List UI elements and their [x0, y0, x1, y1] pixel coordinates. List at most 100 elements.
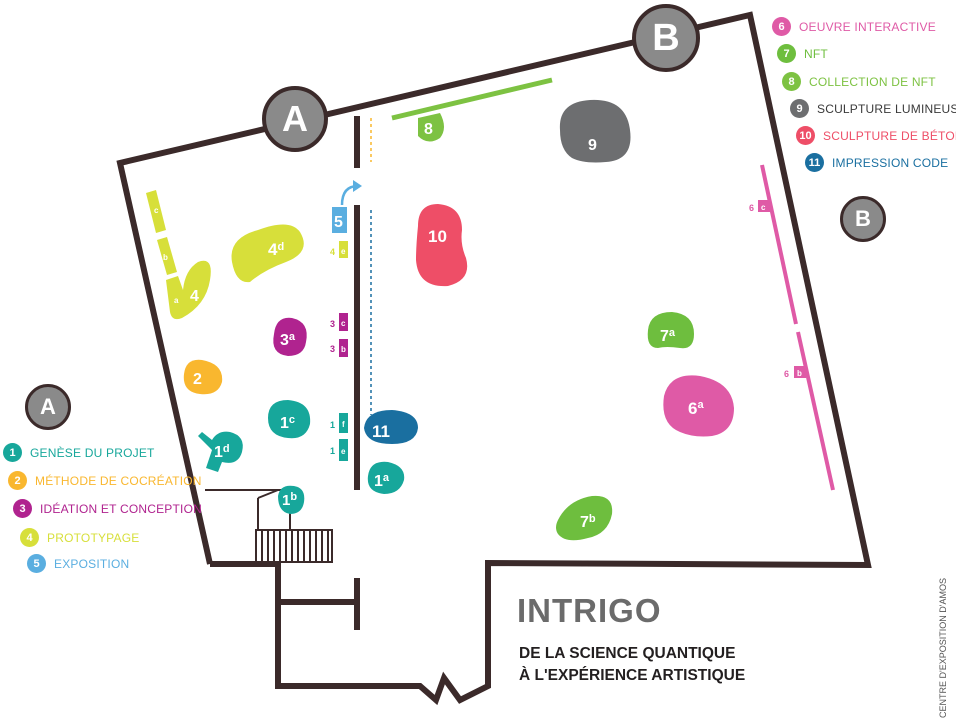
station-6c-letter: c — [761, 203, 766, 212]
legend-label: PROTOTYPAGE — [47, 530, 140, 545]
station-4d: 4d — [231, 224, 304, 283]
station-1b: 1b — [278, 485, 305, 514]
entrance-b-letter-right: B — [855, 206, 871, 231]
legend-item: 2 MÉTHODE DE COCRÉATION — [8, 471, 202, 490]
legend-item: 9 SCULPTURE LUMINEUSE — [790, 99, 956, 118]
station-3a-label: 3a — [280, 331, 296, 349]
station-4a-letter: a — [174, 296, 179, 305]
legend-item: 10 SCULPTURE DE BÉTON — [796, 126, 956, 145]
legend-number-badge: 6 — [772, 17, 791, 36]
station-1f: 1 f — [330, 413, 348, 433]
legend-label: EXPOSITION — [54, 556, 130, 571]
station-3a: 3a — [273, 317, 307, 356]
credit-text: CENTRE D'EXPOSITION D'AMOS — [938, 578, 948, 718]
station-6a: 6a — [663, 375, 734, 437]
station-11-label: 11 — [372, 422, 390, 441]
exhibition-title: INTRIGO — [517, 592, 662, 629]
legend-number-badge: 5 — [27, 554, 46, 573]
exhibition-subtitle-line-1: DE LA SCIENCE QUANTIQUE — [519, 645, 736, 662]
walls — [116, 11, 872, 706]
station-3c-letter: c — [341, 319, 346, 328]
station-4d-label: 4d — [268, 240, 284, 259]
entrance-a-marker-legend: A — [25, 384, 71, 430]
station-1c: 1c — [268, 400, 311, 439]
legend-label: IMPRESSION CODE — [832, 155, 949, 170]
station-1e-num: 1 — [330, 446, 335, 456]
station-7b-label: 7b — [580, 513, 596, 531]
station-4e: 4 e — [330, 241, 348, 258]
station-9-label: 9 — [588, 137, 597, 154]
legend-label: SCULPTURE LUMINEUSE — [817, 101, 956, 116]
legend-number-badge: 9 — [790, 99, 809, 118]
entrance-b-marker-top: B — [632, 4, 700, 72]
station-5: 5 — [332, 207, 347, 233]
station-2-label: 2 — [193, 371, 202, 388]
entrance-b-marker-right: B — [840, 196, 886, 242]
station-4e-num: 4 — [330, 247, 335, 257]
station-3b-num: 3 — [330, 344, 335, 354]
station-4-num: 4 — [190, 288, 199, 305]
outer-wall — [116, 11, 872, 603]
station-1e-letter: e — [341, 447, 346, 456]
station-6b-num: 6 — [784, 369, 789, 379]
station-1b-label: 1b — [282, 491, 297, 509]
station-6-strip: 6 c 6 b — [749, 164, 835, 491]
exposition-arrow-head — [353, 180, 362, 192]
legend-item: 11 IMPRESSION CODE — [805, 153, 948, 172]
station-1d-label: 1d — [214, 443, 230, 461]
station-1c-label: 1c — [280, 414, 295, 432]
station-1e: 1 e — [330, 439, 348, 461]
legend-number-badge: 2 — [8, 471, 27, 490]
station-6c-bar — [760, 164, 798, 325]
legend-label: MÉTHODE DE COCRÉATION — [35, 473, 202, 488]
legend-label: IDÉATION ET CONCEPTION — [40, 501, 202, 516]
station-4e-letter: e — [341, 247, 346, 256]
station-6a-label: 6a — [688, 399, 704, 418]
legend-number-badge: 11 — [805, 153, 824, 172]
station-1a-label: 1a — [374, 472, 390, 490]
station-7a: 7a — [647, 312, 694, 349]
station-6b-letter: b — [797, 369, 802, 378]
station-1d: 1d — [198, 431, 243, 472]
entrance-a-letter-legend: A — [40, 394, 56, 419]
outer-wall-lower — [210, 561, 491, 706]
legend-item: 4 PROTOTYPAGE — [20, 528, 139, 547]
station-3c: 3 c — [330, 313, 348, 331]
legend-label: COLLECTION DE NFT — [809, 74, 936, 89]
station-10-label: 10 — [428, 227, 447, 246]
legend-label: SCULPTURE DE BÉTON — [823, 128, 956, 143]
stair-room — [205, 489, 333, 563]
station-4c-panel — [146, 190, 166, 233]
legend-label: GENÈSE DU PROJET — [30, 445, 155, 460]
station-8-label: 8 — [424, 121, 433, 138]
station-3c-num: 3 — [330, 319, 335, 329]
entrance-a-marker-top: A — [262, 86, 328, 152]
legend-number-badge: 8 — [782, 72, 801, 91]
legend-item: 6 OEUVRE INTERACTIVE — [772, 17, 936, 36]
legend-number-badge: 10 — [796, 126, 815, 145]
legend-item: 8 COLLECTION DE NFT — [782, 72, 936, 91]
station-1a: 1a — [367, 461, 405, 494]
station-2: 2 — [183, 359, 223, 395]
station-1f-num: 1 — [330, 420, 335, 430]
legend-label: OEUVRE INTERACTIVE — [799, 19, 936, 34]
station-5-label: 5 — [334, 214, 343, 231]
legend-label: NFT — [804, 46, 828, 61]
legend-item: 5 EXPOSITION — [27, 554, 129, 573]
legend-number-badge: 4 — [20, 528, 39, 547]
station-4b-letter: b — [163, 253, 168, 262]
entrance-a-letter: A — [282, 98, 308, 139]
station-4c-letter: c — [154, 206, 159, 215]
station-3b: 3 b — [330, 339, 348, 357]
entrance-b-letter: B — [652, 16, 680, 59]
station-7a-label: 7a — [660, 327, 676, 345]
station-8-bar — [391, 77, 553, 121]
station-3b-letter: b — [341, 345, 346, 354]
station-4-blob — [166, 260, 211, 320]
legend-number-badge: 7 — [777, 44, 796, 63]
station-10: 10 — [416, 204, 468, 287]
station-6c-num: 6 — [749, 203, 754, 213]
